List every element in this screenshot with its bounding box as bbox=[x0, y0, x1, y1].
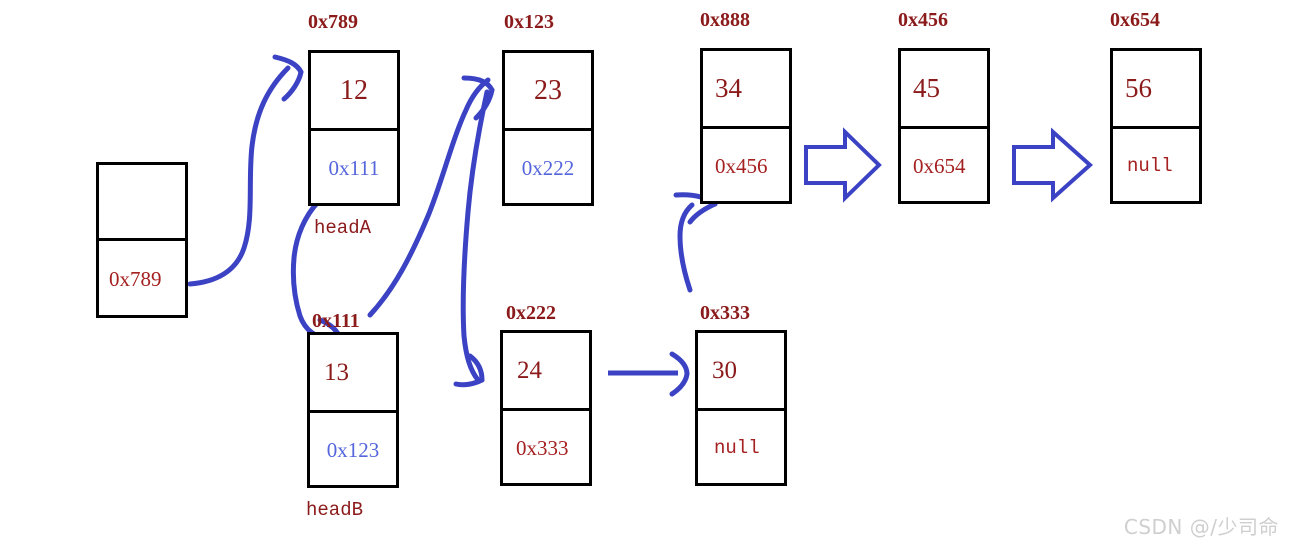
node-next-cell: null bbox=[1113, 129, 1199, 204]
node-next-text: 0x654 bbox=[913, 154, 966, 178]
node-value-cell: 30 bbox=[698, 333, 784, 411]
node-next-cell: 0x456 bbox=[703, 129, 789, 204]
csdn-watermark: CSDN @/少司命 bbox=[1123, 515, 1279, 539]
node-name-headB: headB bbox=[306, 499, 364, 521]
node-value-text: 34 bbox=[715, 73, 742, 103]
node-next-text: 0x456 bbox=[715, 154, 768, 178]
node-next-text: 0x789 bbox=[109, 267, 162, 291]
node-45: 45 0x654 bbox=[898, 48, 990, 204]
node-next-cell: 0x654 bbox=[901, 129, 987, 204]
node-next-cell: null bbox=[698, 411, 784, 486]
node-next-cell: 0x111 bbox=[311, 131, 397, 206]
node-23: 23 0x222 bbox=[502, 50, 594, 206]
node-next-text: null bbox=[1127, 155, 1173, 177]
node-next-text: 0x333 bbox=[516, 436, 569, 460]
node-next-text: 0x123 bbox=[326, 438, 380, 462]
node-value-cell: 23 bbox=[505, 53, 591, 131]
node-next-cell: 0x789 bbox=[99, 241, 185, 318]
address-label-0x654: 0x654 bbox=[1110, 9, 1160, 31]
node-value-cell: 56 bbox=[1113, 51, 1199, 129]
address-label-0x111: 0x111 bbox=[312, 310, 360, 332]
node-next-text: null bbox=[714, 437, 760, 459]
node-value-cell bbox=[99, 165, 185, 241]
node-next-cell: 0x123 bbox=[310, 413, 396, 488]
node-value-text: 45 bbox=[913, 73, 940, 103]
block-arrow-node34-to-node45 bbox=[804, 127, 882, 203]
address-label-0x333: 0x333 bbox=[700, 302, 750, 324]
node-24: 24 0x333 bbox=[500, 330, 592, 486]
node-name-headA: headA bbox=[314, 217, 372, 239]
node-value-text: 30 bbox=[712, 357, 737, 384]
block-arrow-node45-to-node56 bbox=[1012, 127, 1094, 203]
address-label-0x123: 0x123 bbox=[504, 11, 554, 33]
node-34: 34 0x456 bbox=[700, 48, 792, 204]
node-value-cell: 12 bbox=[311, 53, 397, 131]
node-head-pointer: 0x789 bbox=[96, 162, 188, 318]
node-value-text: 13 bbox=[324, 359, 349, 386]
address-label-0x456: 0x456 bbox=[898, 9, 948, 31]
address-label-0x789: 0x789 bbox=[308, 11, 358, 33]
node-value-cell: 13 bbox=[310, 335, 396, 413]
node-30: 30 null bbox=[695, 330, 787, 486]
arrow-node24-to-node30 bbox=[608, 351, 690, 397]
address-label-0x888: 0x888 bbox=[700, 9, 750, 31]
node-value-cell: 45 bbox=[901, 51, 987, 129]
node-next-cell: 0x222 bbox=[505, 131, 591, 206]
node-next-text: 0x222 bbox=[521, 156, 575, 180]
node-56: 56 null bbox=[1110, 48, 1202, 204]
node-next-text: 0x111 bbox=[328, 156, 380, 180]
arrow-node23-next-to-node24 bbox=[453, 89, 490, 388]
node-value-text: 23 bbox=[534, 74, 562, 106]
node-13: 13 0x123 bbox=[307, 332, 399, 488]
node-value-cell: 24 bbox=[503, 333, 589, 411]
node-value-text: 24 bbox=[517, 357, 542, 384]
node-value-cell: 34 bbox=[703, 51, 789, 129]
arrow-node30-to-node34 bbox=[673, 192, 718, 293]
address-label-0x222: 0x222 bbox=[506, 302, 556, 324]
node-value-text: 56 bbox=[1125, 73, 1152, 103]
node-12: 12 0x111 bbox=[308, 50, 400, 206]
node-next-cell: 0x333 bbox=[503, 411, 589, 486]
arrow-headptr-to-node12 bbox=[187, 54, 304, 287]
node-value-text: 12 bbox=[340, 74, 368, 106]
